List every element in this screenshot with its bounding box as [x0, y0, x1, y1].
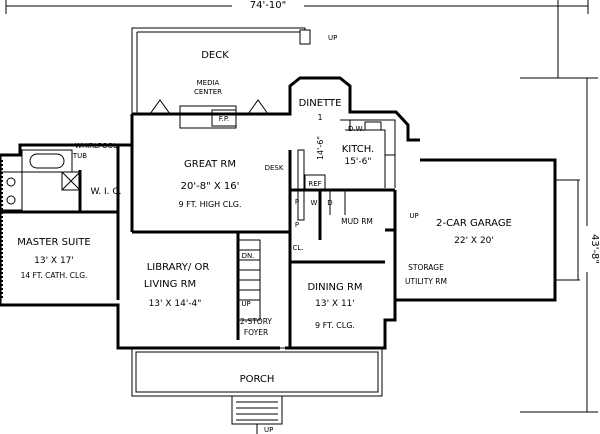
width-label: 74'-10": [250, 0, 286, 11]
mud-room-label: MUD RM: [341, 217, 373, 226]
stair-up: UP: [241, 300, 250, 308]
staircase: [237, 239, 261, 321]
pantry-label-2: P: [295, 221, 299, 229]
master-size: 13' X 17': [34, 256, 74, 266]
media-label-1: MEDIA: [197, 79, 220, 87]
whirlpool-label-2: TUB: [72, 152, 87, 160]
wic-label: W. I. C.: [90, 187, 121, 197]
kitchen-size: 15'-6": [344, 157, 371, 167]
desk-label: DESK: [265, 164, 284, 172]
garage-label: 2-CAR GARAGE: [436, 218, 512, 229]
dining-label: DINING RM: [307, 282, 362, 293]
deck-door-left: [149, 99, 171, 115]
utility-label: UTILITY RM: [405, 277, 447, 286]
stair-down: DN.: [242, 252, 255, 260]
kitchen-side: 14'-6": [316, 136, 325, 160]
exterior-walls: [0, 27, 580, 434]
closet-label: CL.: [292, 244, 303, 252]
living-label: LIVING RM: [144, 279, 196, 290]
dishwasher-label: D.W.: [348, 125, 364, 133]
depth-label: 43'-8": [589, 234, 600, 264]
master-ceiling: 14 FT. CATH. CLG.: [21, 271, 88, 280]
storage-label: STORAGE: [408, 263, 444, 272]
kitchen-label: KITCH.: [342, 144, 375, 155]
porch-up: UP: [264, 426, 273, 434]
dining-size: 13' X 11': [315, 299, 355, 309]
washer-label: W: [311, 199, 318, 207]
dinette-label: DINETTE: [299, 98, 342, 109]
ref-label: REF: [308, 180, 321, 188]
fp-label: F.P.: [219, 115, 229, 123]
foyer-label-2: FOYER: [244, 328, 268, 337]
dimension-width: 74'-10": [5, 0, 589, 78]
dryer-label: D: [327, 199, 332, 207]
great-room-label: GREAT RM: [184, 159, 236, 170]
master-label: MASTER SUITE: [17, 237, 90, 248]
deck-door-right: [247, 99, 269, 115]
library-label: LIBRARY/ OR: [147, 262, 210, 273]
deck-up: UP: [328, 34, 337, 42]
great-room-ceiling: 9 FT. HIGH CLG.: [178, 200, 241, 209]
great-room-size: 20'-8" X 16': [181, 181, 240, 192]
dinette-number: 1: [317, 113, 322, 122]
dining-ceiling: 9 FT. CLG.: [315, 321, 355, 330]
mud-room-up: UP: [409, 212, 418, 220]
garage-size: 22' X 20': [454, 236, 494, 246]
foyer-label-1: 2-STORY: [240, 317, 272, 326]
dimension-depth: 43'-8": [520, 77, 600, 413]
deck-label: DECK: [201, 50, 229, 61]
library-size: 13' X 14'-4": [149, 299, 202, 309]
whirlpool-label-1: WHIRLPOOL: [75, 142, 117, 150]
master-bath-fixtures: [0, 149, 81, 211]
porch-label: PORCH: [240, 374, 275, 385]
media-label-2: CENTER: [194, 88, 222, 96]
pantry-label-1: P: [295, 198, 299, 206]
kitchen-counters: [297, 119, 396, 221]
